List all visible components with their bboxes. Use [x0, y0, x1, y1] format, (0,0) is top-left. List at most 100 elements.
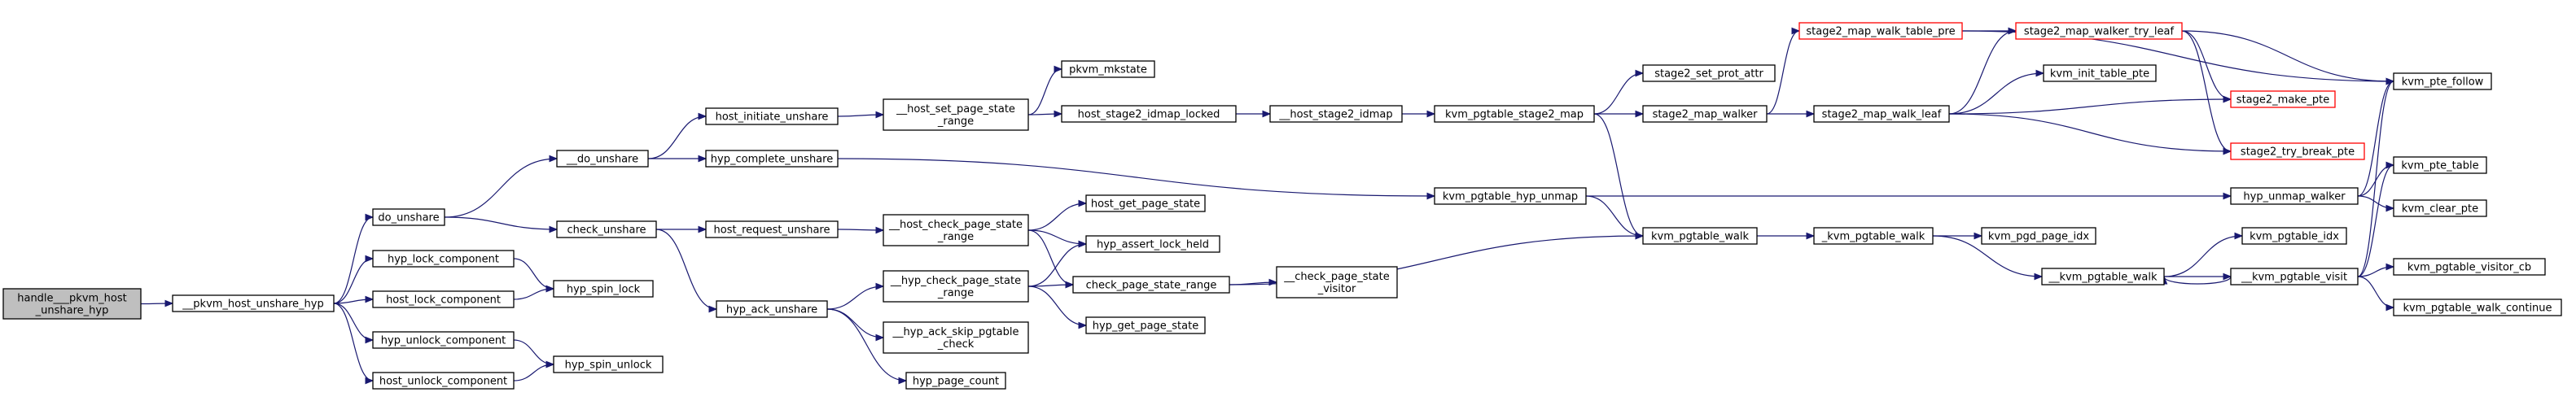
- node-box: [1981, 227, 2096, 245]
- node-label: stage2_set_prot_attr: [1654, 68, 1763, 81]
- node-stage2_map_walker[interactable]: stage2_map_walker: [1642, 105, 1768, 123]
- node-hyp_unlock_component[interactable]: hyp_unlock_component: [372, 331, 515, 349]
- node-_kvm_pgtable_walk[interactable]: _kvm_pgtable_walk: [1813, 227, 1934, 245]
- node-check_unshare[interactable]: check_unshare: [556, 220, 657, 238]
- node-__do_unshare[interactable]: __do_unshare: [556, 150, 649, 168]
- node-label: hyp_unlock_component: [381, 335, 506, 347]
- node-kvm_init_table_pte[interactable]: kvm_init_table_pte: [2043, 64, 2157, 82]
- edge-stage2_map_walker-to-stage2_map_walk_table_pre: [1766, 31, 1800, 115]
- node-stage2_set_prot_attr[interactable]: stage2_set_prot_attr: [1642, 64, 1776, 82]
- edge-host_lock_component-to-hyp_spin_lock: [513, 289, 554, 300]
- edge-__hyp_check_page_state_range-to-hyp_assert_lock_held: [1027, 244, 1086, 287]
- node-label: kvm_pgtable_hyp_unmap: [1443, 191, 1578, 203]
- node-kvm_pgtable_walk_continue[interactable]: kvm_pgtable_walk_continue: [2393, 299, 2562, 316]
- node-stage2_make_pte[interactable]: stage2_make_pte: [2230, 90, 2336, 108]
- node-__host_set_page_state_range[interactable]: __host_set_page_state_range: [883, 98, 1029, 131]
- node-box: [372, 290, 515, 308]
- edge-hyp_lock_component-to-hyp_spin_lock: [513, 258, 554, 289]
- node-kvm_pgtable_stage2_map[interactable]: kvm_pgtable_stage2_map: [1434, 105, 1595, 123]
- node-__check_page_state_visitor[interactable]: __check_page_state_visitor: [1276, 266, 1398, 299]
- node-box: [2, 288, 142, 320]
- node-box: [553, 280, 654, 298]
- node-hyp_spin_lock[interactable]: hyp_spin_lock: [553, 280, 654, 298]
- edge-kvm_pgtable_stage2_map-to-stage2_set_prot_attr: [1593, 73, 1643, 115]
- node-box: [372, 208, 445, 226]
- edge-stage2_map_walker_try_leaf-to-kvm_pte_follow: [2181, 30, 2394, 81]
- node-__hyp_check_page_state_range[interactable]: __hyp_check_page_state_range: [883, 270, 1029, 303]
- node-label: kvm_pgtable_idx: [2250, 231, 2339, 243]
- edge-handle_pkvm-to-pkvm_host_unshare_hyp: [140, 303, 173, 304]
- node-box: [1072, 276, 1230, 294]
- node-host_get_page_state[interactable]: host_get_page_state: [1085, 194, 1206, 212]
- node-box: [2393, 156, 2487, 174]
- edge-__kvm_pgtable_visit-to-kvm_pgtable_visitor_cb: [2357, 267, 2394, 277]
- node-host_request_unshare[interactable]: host_request_unshare: [705, 220, 839, 238]
- node-hyp_lock_component[interactable]: hyp_lock_component: [372, 250, 515, 268]
- node-label: stage2_make_pte: [2236, 94, 2329, 107]
- edge-check_unshare-to-hyp_ack_unshare: [655, 229, 716, 309]
- node-do_unshare[interactable]: do_unshare: [372, 208, 445, 226]
- node-kvm_clear_pte[interactable]: kvm_clear_pte: [2393, 199, 2487, 217]
- node-box: [2230, 142, 2365, 160]
- edge-stage2_map_walk_leaf-to-stage2_map_walker_try_leaf: [1948, 31, 2016, 115]
- node-hyp_spin_unlock[interactable]: hyp_spin_unlock: [553, 355, 664, 373]
- edge-__kvm_pgtable_visit-to-kvm_pte_follow: [2357, 81, 2394, 277]
- node-stage2_map_walker_try_leaf[interactable]: stage2_map_walker_try_leaf: [2015, 22, 2183, 40]
- node-pkvm_host_unshare_hyp[interactable]: __pkvm_host_unshare_hyp: [172, 294, 335, 312]
- node-host_stage2_idmap_locked[interactable]: host_stage2_idmap_locked: [1061, 105, 1237, 123]
- node-label: stage2_map_walker: [1653, 109, 1759, 121]
- node-__hyp_ack_skip_pgtable_check[interactable]: __hyp_ack_skip_pgtable_check: [883, 321, 1029, 354]
- node-label: kvm_init_table_pte: [2050, 68, 2149, 81]
- node-stage2_map_walk_table_pre[interactable]: stage2_map_walk_table_pre: [1798, 22, 1963, 40]
- node-__host_stage2_idmap[interactable]: __host_stage2_idmap: [1269, 105, 1403, 123]
- node-box: [1269, 105, 1403, 123]
- node-label: hyp_ack_unshare: [726, 304, 817, 316]
- edge-__kvm_pgtable_visit-to-kvm_pte_table: [2357, 165, 2394, 277]
- node-hyp_ack_unshare[interactable]: hyp_ack_unshare: [716, 300, 828, 318]
- node-label: hyp_get_page_state: [1093, 320, 1198, 333]
- node-label: kvm_clear_pte: [2402, 203, 2478, 216]
- node-kvm_pgtable_visitor_cb[interactable]: kvm_pgtable_visitor_cb: [2393, 258, 2546, 276]
- node-kvm_pte_follow[interactable]: kvm_pte_follow: [2393, 72, 2492, 90]
- node-label: __kvm_pgtable_visit: [2241, 272, 2347, 284]
- node-pkvm_mkstate[interactable]: pkvm_mkstate: [1061, 60, 1155, 78]
- node-label: __hyp_check_page_state: [890, 275, 1021, 287]
- node-check_page_state_range[interactable]: check_page_state_range: [1072, 276, 1230, 294]
- node-label: host_lock_component: [386, 294, 501, 307]
- node-stage2_try_break_pte[interactable]: stage2_try_break_pte: [2230, 142, 2365, 160]
- node-label: host_stage2_idmap_locked: [1078, 109, 1220, 121]
- node-kvm_pgtable_idx[interactable]: kvm_pgtable_idx: [2241, 227, 2347, 245]
- node-hyp_assert_lock_held[interactable]: hyp_assert_lock_held: [1085, 235, 1220, 253]
- node-box: [372, 250, 515, 268]
- node-__kvm_pgtable_walk[interactable]: __kvm_pgtable_walk: [2041, 268, 2165, 285]
- node-kvm_pgtable_walk[interactable]: kvm_pgtable_walk: [1642, 227, 1758, 245]
- node-host_initiate_unshare[interactable]: host_initiate_unshare: [705, 107, 839, 125]
- edge-do_unshare-to-__do_unshare: [444, 159, 557, 218]
- node-host_lock_component[interactable]: host_lock_component: [372, 290, 515, 308]
- edge-hyp_ack_unshare-to-__hyp_check_page_state_range: [826, 286, 883, 310]
- node-label: kvm_pgtable_walk_continue: [2403, 303, 2552, 315]
- node-hyp_get_page_state[interactable]: hyp_get_page_state: [1085, 316, 1206, 334]
- node-hyp_complete_unshare[interactable]: hyp_complete_unshare: [705, 150, 839, 168]
- node-label: __pkvm_host_unshare_hyp: [182, 299, 323, 311]
- node-label: kvm_pgd_page_idx: [1988, 231, 2089, 243]
- node-kvm_pgtable_hyp_unmap[interactable]: kvm_pgtable_hyp_unmap: [1434, 187, 1587, 205]
- edge-__hyp_check_page_state_range-to-hyp_get_page_state: [1027, 285, 1086, 325]
- node-box: [716, 300, 828, 318]
- node-host_unlock_component[interactable]: host_unlock_component: [372, 372, 515, 390]
- node-label: _kvm_pgtable_walk: [1821, 231, 1925, 243]
- node-label: hyp_lock_component: [388, 254, 499, 266]
- node-kvm_pte_table[interactable]: kvm_pte_table: [2393, 156, 2487, 174]
- edge-__kvm_pgtable_walk-to-kvm_pgtable_idx: [2163, 236, 2242, 277]
- node-hyp_unmap_walker[interactable]: hyp_unmap_walker: [2230, 187, 2359, 205]
- edge-host_initiate_unshare-to-__host_set_page_state_range: [837, 115, 883, 116]
- node-handle_pkvm[interactable]: handle___pkvm_host_unshare_hyp: [2, 288, 142, 320]
- node-stage2_map_walk_leaf[interactable]: stage2_map_walk_leaf: [1813, 105, 1950, 123]
- node-__kvm_pgtable_visit[interactable]: __kvm_pgtable_visit: [2230, 268, 2359, 285]
- node-hyp_page_count[interactable]: hyp_page_count: [905, 372, 1006, 390]
- node-box: [1642, 64, 1776, 82]
- node-label: hyp_spin_lock: [567, 284, 641, 296]
- node-__host_check_page_state_range[interactable]: __host_check_page_state_range: [883, 214, 1029, 246]
- node-kvm_pgd_page_idx[interactable]: kvm_pgd_page_idx: [1981, 227, 2096, 245]
- node-label: pkvm_mkstate: [1069, 64, 1147, 76]
